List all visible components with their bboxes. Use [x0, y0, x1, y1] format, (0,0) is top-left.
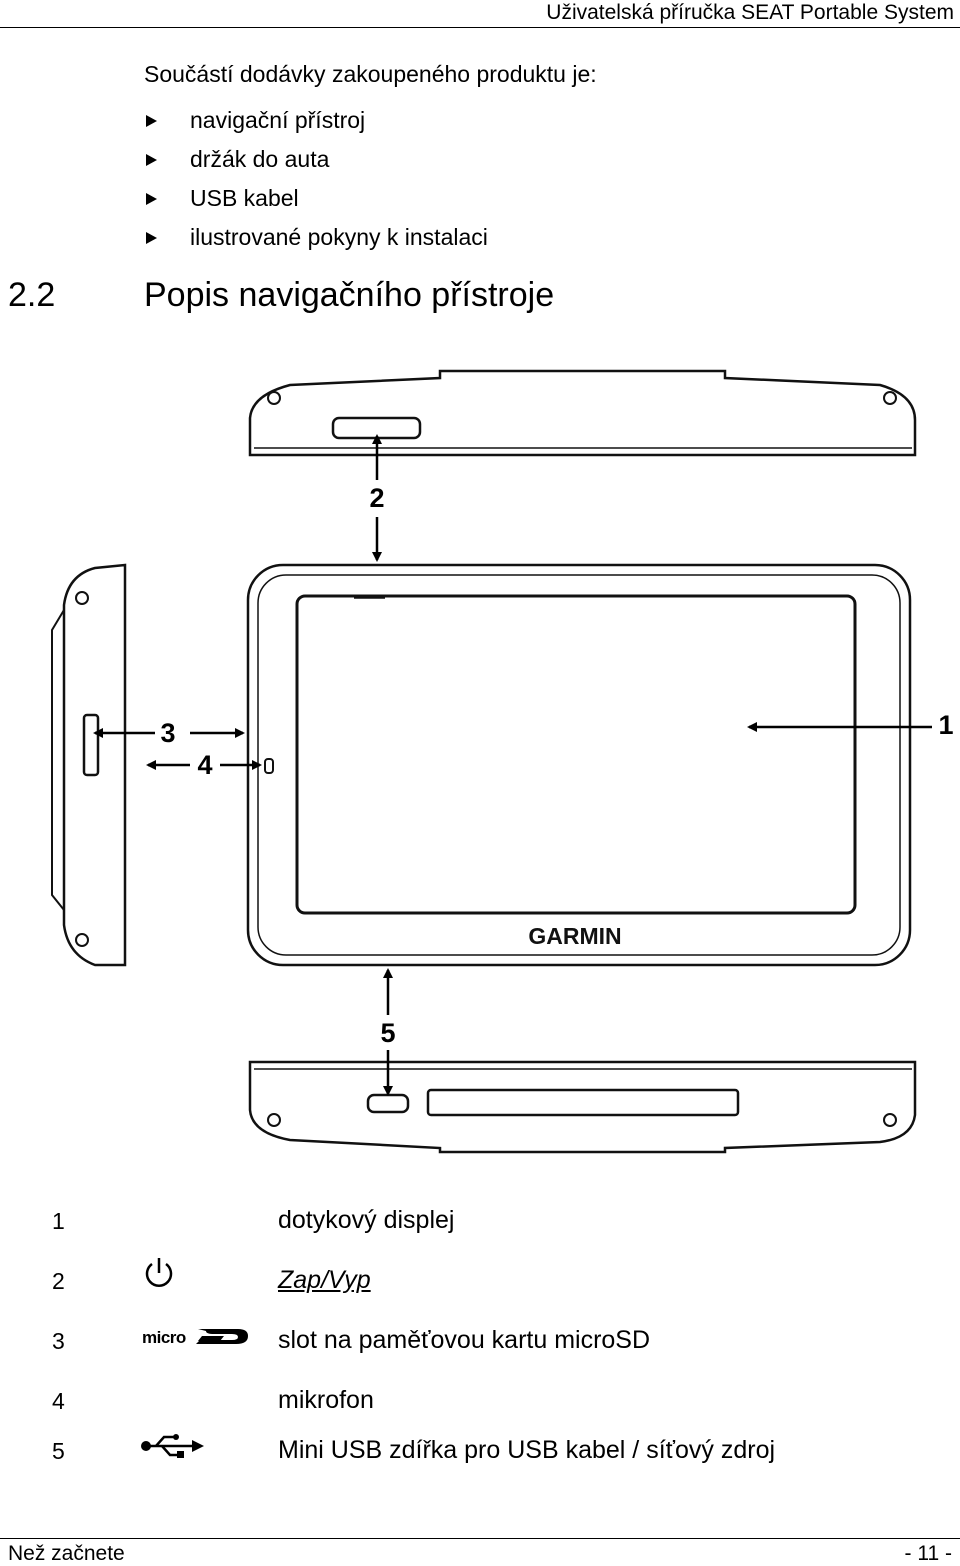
legend-text: Mini USB zdířka pro USB kabel / síťový z… [278, 1436, 776, 1464]
legend-text: slot na paměťovou kartu microSD [278, 1326, 651, 1354]
callout-label-2: 2 [369, 483, 384, 513]
device-side-view [51, 563, 274, 967]
microphone [264, 758, 274, 774]
legend-row: 2 Zap/Vyp [0, 1258, 960, 1308]
usb-port [366, 1093, 410, 1114]
list-item: ilustrované pokyny k instalaci [144, 218, 488, 257]
legend-row: 4 mikrofon [0, 1386, 960, 1428]
device-top-view [248, 369, 917, 457]
header-rule [0, 27, 960, 28]
legend-number: 3 [52, 1328, 65, 1354]
microsd-icon: micro [140, 1325, 252, 1356]
legend-number: 2 [52, 1268, 65, 1294]
brand-logo: GARMIN [528, 923, 621, 949]
package-list: navigační přístroj držák do auta USB kab… [144, 101, 488, 257]
legend-row: 3 micro slot na paměťovou kartu microSD [0, 1325, 960, 1368]
callout-label-3: 3 [160, 718, 175, 748]
microsd-slot [82, 713, 100, 777]
device-bottom-view [248, 1060, 917, 1154]
section-title: Popis navigačního přístroje [144, 276, 555, 314]
list-item: držák do auta [144, 140, 488, 179]
bullet-icon [146, 153, 157, 166]
power-icon [142, 1256, 176, 1297]
legend-number: 5 [52, 1438, 65, 1464]
page-number: - 11 - [904, 1542, 952, 1565]
callout-label-5: 5 [380, 1018, 395, 1048]
legend-text: dotykový displej [278, 1206, 455, 1234]
footer-rule [0, 1538, 960, 1539]
running-header-title: Uživatelská příručka SEAT Portable Syste… [546, 1, 954, 24]
footer-chapter: Než začnete [8, 1542, 125, 1565]
bullet-icon [146, 114, 157, 127]
section-number: 2.2 [8, 276, 56, 314]
bullet-icon [146, 192, 157, 205]
power-button [331, 416, 422, 440]
list-item: navigační přístroj [144, 101, 488, 140]
touch-display [295, 594, 857, 915]
legend-number: 4 [52, 1388, 65, 1414]
svg-text:micro: micro [142, 1328, 186, 1347]
usb-icon [140, 1434, 206, 1463]
legend-number: 1 [52, 1208, 65, 1234]
callout-label-4: 4 [197, 750, 212, 780]
legend-text: Zap/Vyp [278, 1266, 371, 1294]
device-front-view [246, 563, 912, 967]
device-diagram: GARMIN 2 1 3 4 5 [51, 369, 954, 1154]
package-intro: Součástí dodávky zakoupeného produktu je… [144, 61, 597, 87]
callout-label-1: 1 [938, 710, 953, 740]
legend-row: 1 dotykový displej [0, 1206, 960, 1248]
legend-row: 5 Mini USB zdířka pro USB kabel / síťový… [0, 1434, 960, 1478]
legend-text: mikrofon [278, 1386, 374, 1414]
bullet-icon [146, 231, 157, 244]
list-item: USB kabel [144, 179, 488, 218]
